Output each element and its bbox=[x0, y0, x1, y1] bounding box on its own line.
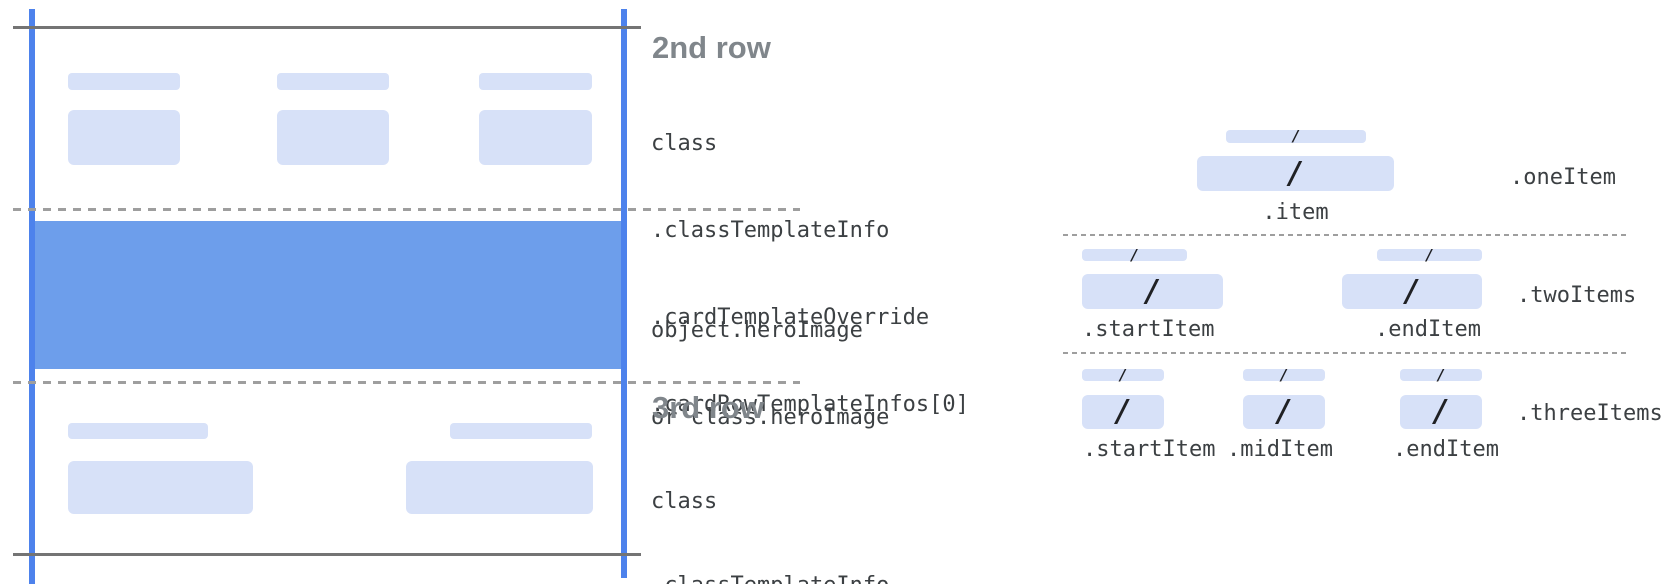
code-line: or class.heroImage bbox=[651, 405, 890, 430]
code-line: object.heroImage bbox=[651, 318, 863, 343]
card-bottom-boundary-line bbox=[13, 553, 641, 556]
hero-image-band bbox=[35, 221, 621, 369]
code-line: .cardTemplateOverride bbox=[651, 305, 930, 330]
card-top-boundary-line bbox=[13, 26, 641, 29]
one-item-caption: .oneItem bbox=[1510, 165, 1616, 190]
row-divider-dashed-top bbox=[13, 208, 800, 211]
end-item-caption: .endItem bbox=[1375, 317, 1481, 342]
text-placeholder-slash: / bbox=[1143, 273, 1162, 309]
text-placeholder-slash: / bbox=[1291, 127, 1301, 145]
row3-code-block: class .classTemplateInfo .cardTemplateOv… bbox=[651, 432, 969, 584]
text-placeholder-slash: / bbox=[1402, 273, 1422, 309]
card-right-edge-line bbox=[621, 9, 627, 578]
row3-heading: 3rd row bbox=[652, 390, 764, 425]
two-items-start-label-bar: / bbox=[1082, 245, 1187, 264]
row2-code-block: class .classTemplateInfo .cardTemplateOv… bbox=[651, 71, 969, 477]
text-placeholder-slash: / bbox=[1113, 394, 1133, 429]
code-line: .cardRowTemplateInfos[0] bbox=[651, 392, 969, 417]
row2-col3-value-bar bbox=[479, 110, 592, 165]
card-left-edge-line bbox=[29, 9, 35, 584]
two-items-caption: .twoItems bbox=[1517, 283, 1637, 308]
two-items-start-value-bar: / bbox=[1082, 274, 1223, 309]
three-items-end-label-bar: / bbox=[1400, 365, 1482, 384]
three-items-caption: .threeItems bbox=[1517, 401, 1663, 426]
row3-start-label-bar bbox=[68, 423, 208, 439]
row3-end-label-bar bbox=[450, 423, 592, 439]
row2-col3-label-bar bbox=[479, 73, 592, 90]
code-line: class bbox=[651, 489, 718, 514]
code-line: .classTemplateInfo bbox=[651, 218, 890, 243]
mid-item-caption: .midItem bbox=[1227, 437, 1333, 462]
end-item-caption: .endItem bbox=[1393, 437, 1499, 462]
one-item-value-bar: / bbox=[1197, 156, 1394, 191]
hero-code-block: object.heroImage or class.heroImage bbox=[651, 258, 889, 490]
two-items-end-value-bar: / bbox=[1342, 274, 1482, 309]
text-placeholder-slash: / bbox=[1424, 245, 1435, 264]
item-caption: .item bbox=[1262, 200, 1329, 225]
code-line: .classTemplateInfo bbox=[651, 572, 969, 584]
row3-start-value-bar bbox=[68, 461, 253, 514]
row2-col2-label-bar bbox=[277, 73, 389, 90]
start-item-caption: .startItem bbox=[1082, 317, 1215, 342]
layout-divider-dashed-1 bbox=[1063, 234, 1628, 236]
two-items-end-label-bar: / bbox=[1377, 245, 1482, 264]
text-placeholder-slash: / bbox=[1431, 394, 1451, 429]
one-item-label-bar: / bbox=[1226, 127, 1366, 145]
three-items-mid-label-bar: / bbox=[1243, 365, 1325, 384]
three-items-mid-value-bar: / bbox=[1243, 395, 1325, 429]
text-placeholder-slash: / bbox=[1129, 245, 1140, 264]
layout-divider-dashed-2 bbox=[1063, 352, 1628, 354]
start-item-caption: .startItem bbox=[1083, 437, 1216, 462]
text-placeholder-slash: / bbox=[1436, 365, 1446, 384]
row3-end-value-bar bbox=[406, 461, 593, 514]
row2-col1-label-bar bbox=[68, 73, 180, 90]
three-items-end-value-bar: / bbox=[1400, 395, 1482, 429]
text-placeholder-slash: / bbox=[1118, 365, 1128, 384]
code-line: class bbox=[651, 131, 718, 156]
row2-col1-value-bar bbox=[68, 110, 180, 165]
three-items-start-value-bar: / bbox=[1082, 395, 1164, 429]
row2-heading: 2nd row bbox=[652, 30, 771, 65]
text-placeholder-slash: / bbox=[1286, 155, 1305, 191]
text-placeholder-slash: / bbox=[1279, 365, 1289, 384]
row2-col2-value-bar bbox=[277, 110, 389, 165]
row-divider-dashed-bottom bbox=[13, 381, 800, 384]
text-placeholder-slash: / bbox=[1274, 394, 1294, 429]
three-items-start-label-bar: / bbox=[1082, 365, 1164, 384]
